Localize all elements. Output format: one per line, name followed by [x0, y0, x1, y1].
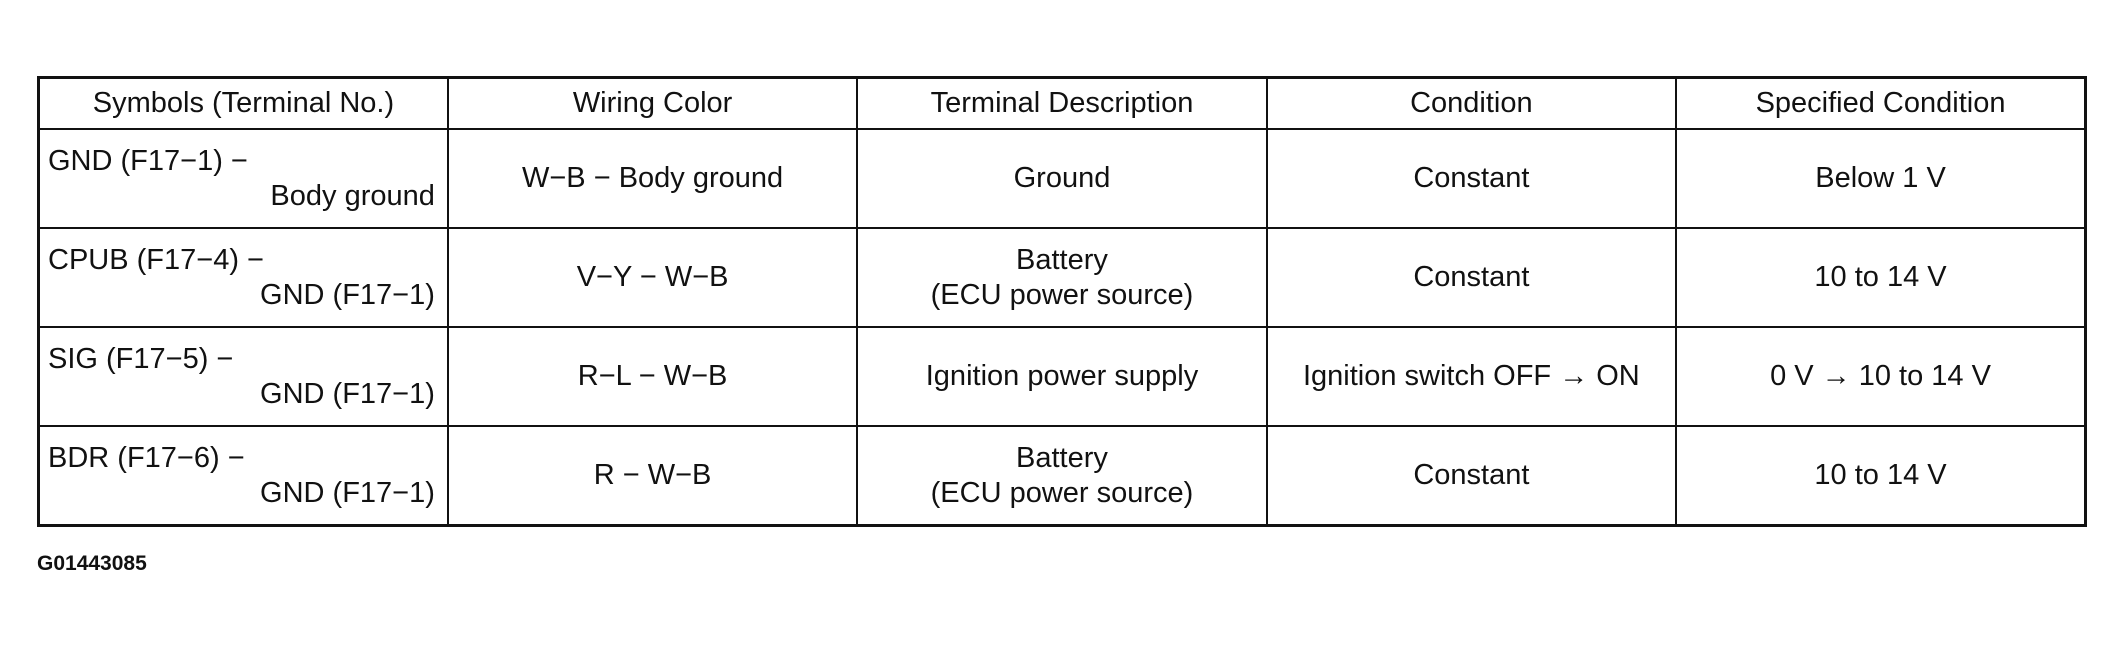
header-condition: Condition — [1265, 76, 1678, 130]
table-header-row: Symbols (Terminal No.) Wiring Color Term… — [37, 76, 2087, 130]
specified-condition-cell: 10 to 14 V — [1675, 425, 2087, 527]
symbol-cell: GND (F17−1) − Body ground — [37, 128, 449, 229]
symbol-reference: Body ground — [270, 179, 435, 212]
description-line: Battery — [1016, 442, 1108, 475]
condition-cell: Ignition switch OFF → ON — [1265, 326, 1678, 427]
wiring-color-cell: R−L − W−B — [446, 326, 859, 427]
symbol-terminal: BDR (F17−6) − — [48, 442, 245, 475]
header-symbols: Symbols (Terminal No.) — [37, 76, 449, 130]
symbol-terminal: CPUB (F17−4) − — [48, 244, 264, 277]
symbol-cell: CPUB (F17−4) − GND (F17−1) — [37, 227, 449, 328]
description-line-sub: (ECU power source) — [930, 278, 1194, 311]
wiring-color-cell: V−Y − W−B — [446, 227, 859, 328]
terminal-description-cell: Ground — [856, 128, 1268, 229]
table-row: SIG (F17−5) − GND (F17−1) R−L − W−B Igni… — [37, 326, 2087, 427]
terminal-description-cell: Ignition power supply — [856, 326, 1268, 427]
symbol-reference: GND (F17−1) — [260, 476, 435, 509]
symbol-terminal: SIG (F17−5) − — [48, 343, 234, 376]
description-line-sub: (ECU power source) — [930, 476, 1194, 509]
wiring-color-cell: W−B − Body ground — [446, 128, 859, 229]
terminal-description-cell: Battery (ECU power source) — [856, 227, 1268, 328]
header-terminal-description: Terminal Description — [856, 76, 1268, 130]
table-row: BDR (F17−6) − GND (F17−1) R − W−B Batter… — [37, 425, 2087, 527]
description-line: Ground — [1013, 162, 1111, 195]
symbol-cell: SIG (F17−5) − GND (F17−1) — [37, 326, 449, 427]
condition-cell: Constant — [1265, 128, 1678, 229]
symbol-reference: GND (F17−1) — [260, 377, 435, 410]
condition-cell: Constant — [1265, 425, 1678, 527]
header-specified-condition: Specified Condition — [1675, 76, 2087, 130]
symbol-cell: BDR (F17−6) − GND (F17−1) — [37, 425, 449, 527]
condition-cell: Constant — [1265, 227, 1678, 328]
specified-condition-cell: 10 to 14 V — [1675, 227, 2087, 328]
terminal-spec-table: Symbols (Terminal No.) Wiring Color Term… — [37, 76, 2087, 527]
header-wiring-color: Wiring Color — [446, 76, 859, 130]
figure-code: G01443085 — [37, 552, 147, 575]
symbol-terminal: GND (F17−1) − — [48, 145, 248, 178]
description-line: Battery — [1016, 244, 1108, 277]
symbol-reference: GND (F17−1) — [260, 278, 435, 311]
specified-condition-cell: 0 V → 10 to 14 V — [1675, 326, 2087, 427]
wiring-color-cell: R − W−B — [446, 425, 859, 527]
terminal-description-cell: Battery (ECU power source) — [856, 425, 1268, 527]
table-row: GND (F17−1) − Body ground W−B − Body gro… — [37, 128, 2087, 229]
table-row: CPUB (F17−4) − GND (F17−1) V−Y − W−B Bat… — [37, 227, 2087, 328]
description-line: Ignition power supply — [925, 360, 1199, 393]
specified-condition-cell: Below 1 V — [1675, 128, 2087, 229]
